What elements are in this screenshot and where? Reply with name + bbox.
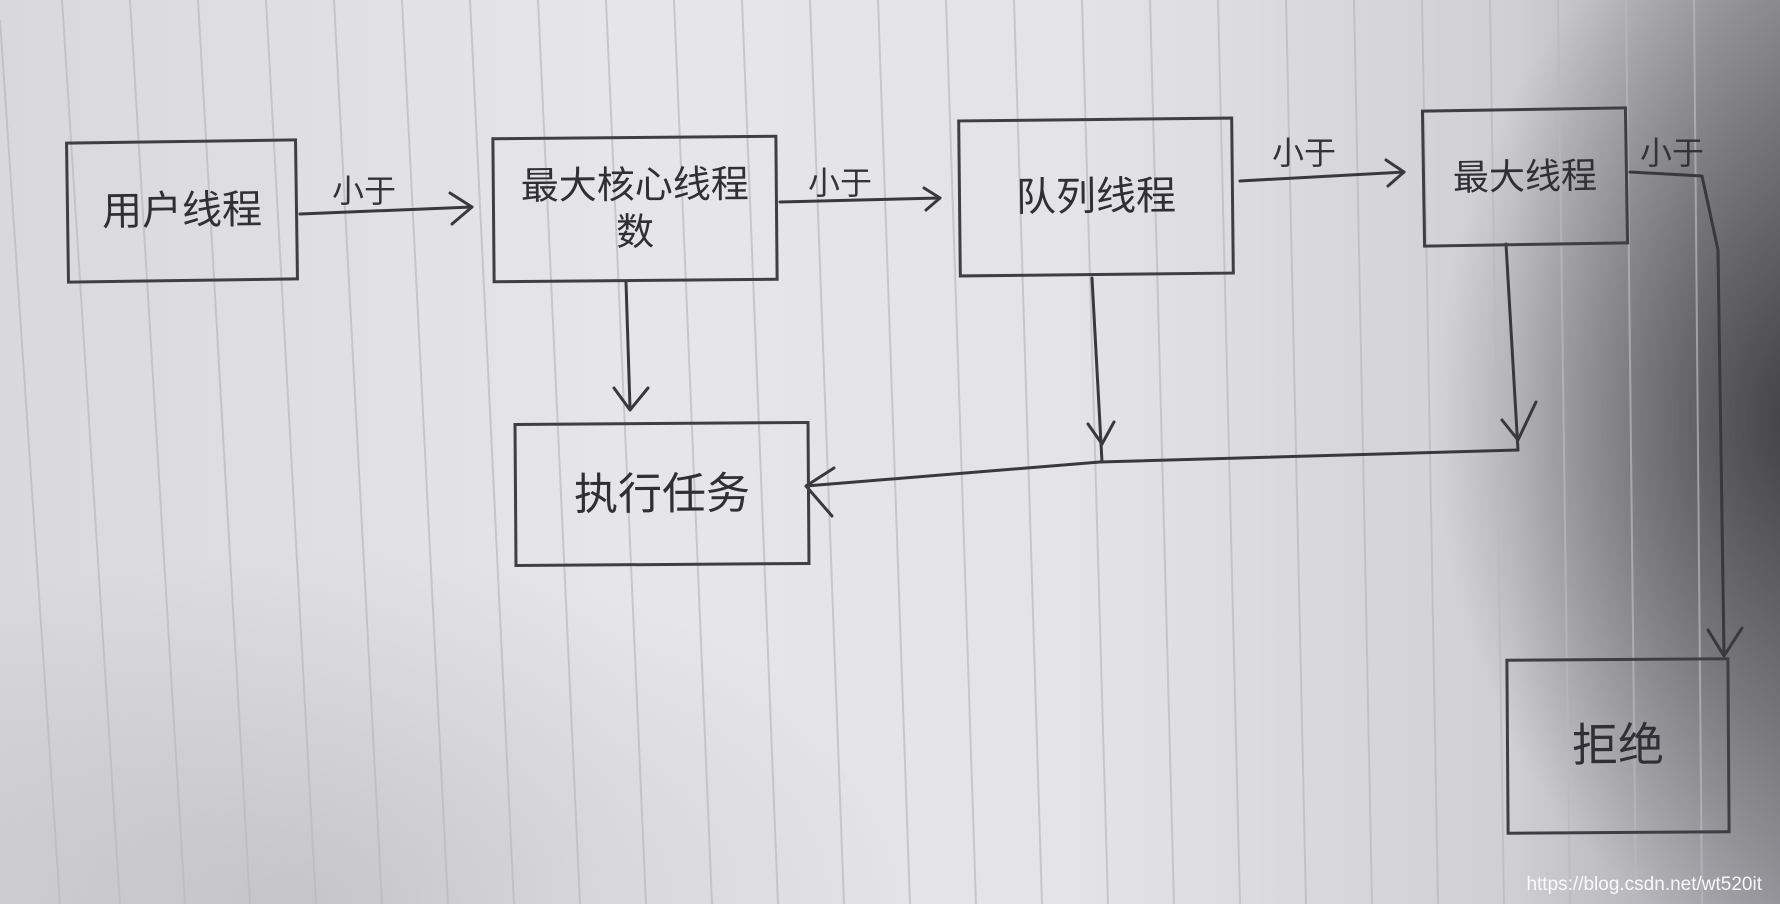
node-queue-threads-label: 队列线程 <box>1015 173 1177 221</box>
node-reject-label: 拒绝 <box>1571 717 1665 773</box>
edge-label-max-to-reject: 小于 <box>1640 134 1705 172</box>
edge-label-user-to-core: 小于 <box>332 172 397 210</box>
arrowhead-max-down <box>1500 400 1538 442</box>
arrowhead-core-to-queue <box>922 186 942 212</box>
arrowhead-into-execute <box>804 466 836 518</box>
arrow-user-to-core <box>298 205 474 216</box>
arrow-core-to-execute <box>624 280 632 410</box>
node-execute-task-label: 执行任务 <box>573 467 751 521</box>
arrow-core-to-queue <box>778 196 942 204</box>
arrowhead-core-to-execute <box>612 386 650 412</box>
arrowhead-queue-to-max <box>1384 158 1406 188</box>
node-core-threads: 最大核心线程数 <box>491 134 779 284</box>
node-core-threads-label: 最大核心线程数 <box>520 161 749 255</box>
node-user-thread-label: 用户线程 <box>101 186 263 236</box>
edge-label-queue-to-max: 小于 <box>1272 134 1337 172</box>
arrow-queue-to-max <box>1238 170 1406 183</box>
node-execute-task: 执行任务 <box>513 420 811 568</box>
watermark: https://blog.csdn.net/wt520it <box>1526 874 1762 895</box>
node-queue-threads: 队列线程 <box>957 116 1235 278</box>
node-reject: 拒绝 <box>1505 657 1731 835</box>
arrowhead-queue-down <box>1086 420 1116 446</box>
arrow-bottom-left <box>804 448 1520 488</box>
arrowhead-max-to-reject <box>1706 626 1744 658</box>
arrowhead-user-to-core <box>448 191 474 226</box>
edge-label-core-to-queue: 小于 <box>808 164 873 202</box>
node-max-threads-label: 最大线程 <box>1452 155 1598 199</box>
node-max-threads: 最大线程 <box>1420 106 1630 248</box>
arrow-max-down <box>1504 242 1520 452</box>
arrow-max-to-reject <box>1628 170 1726 654</box>
node-user-thread: 用户线程 <box>65 138 299 284</box>
arrow-queue-down <box>1090 276 1104 464</box>
